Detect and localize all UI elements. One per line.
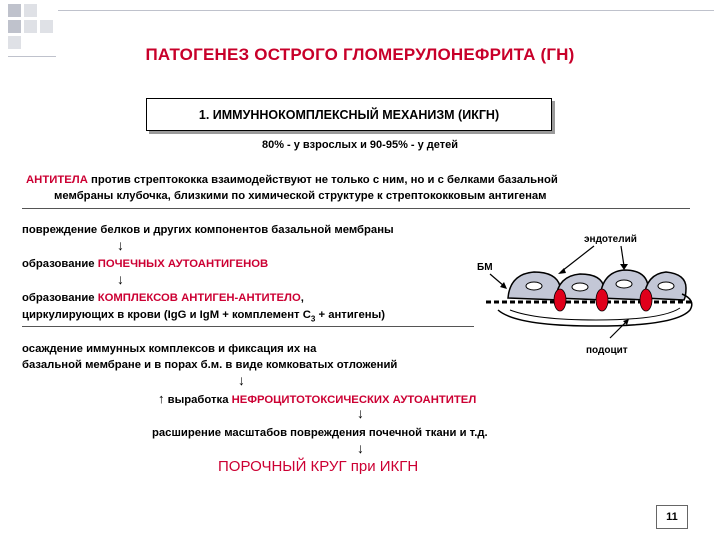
antibodies-line-1-text: против стрептококка взаимодействуют не т… [87,174,558,186]
step-3-suffix: , [300,292,304,304]
step-1-text: повреждение белков и других компонентов … [22,224,394,236]
step-3-line-2-before: циркулирующих в крови (IgG и IgM + компл… [22,309,311,321]
step-2-text: образование ПОЧЕЧНЫХ АУТОАНТИГЕНОВ [22,258,268,270]
glomerulus-diagram: эндотелий БМ подоцит [477,234,693,356]
step-3-subscript: 3 [310,314,316,324]
slide-number: 11 [656,505,688,529]
down-arrow-2: ↓ [117,271,124,287]
antibodies-line-1: АНТИТЕЛА против стрептококка взаимодейст… [26,174,558,186]
step-3-line-2-after: + антигены) [315,309,386,321]
up-arrow: ↑ [158,391,165,406]
step-2-highlight: ПОЧЕЧНЫХ АУТОАНТИГЕНОВ [97,258,269,270]
step-2-prefix: образование [22,258,98,270]
mechanism-box-label: 1. ИММУННОКОМПЛЕКСНЫЙ МЕХАНИЗМ (ИКГН) [198,107,500,122]
conclusion-text: ПОРОЧНЫЙ КРУГ при ИКГН [218,458,419,475]
page-title: ПАТОГЕНЕЗ ОСТРОГО ГЛОМЕРУЛОНЕФРИТА (ГН) [145,45,575,64]
step-3-line-2: циркулирующих в крови (IgG и IgM + компл… [22,309,385,323]
step-6-text: расширение масштабов повреждения почечно… [152,427,488,439]
mechanism-box: 1. ИММУННОКОМПЛЕКСНЫЙ МЕХАНИЗМ (ИКГН) [146,98,552,131]
step-4-line-1: осаждение иммунных комплексов и фиксация… [22,343,317,355]
step-3-prefix: образование [22,292,98,304]
down-arrow-1: ↓ [117,237,124,253]
antibodies-line-2: мембраны клубочка, близкими по химическо… [54,190,547,202]
step-3-highlight: КОМПЛЕКСОВ АНТИГЕН-АНТИТЕЛО [97,292,301,304]
podocyte-label: подоцит [586,345,628,356]
divider-2 [22,326,474,327]
down-arrow-5: ↓ [357,440,364,456]
endothelium-label: эндотелий [584,234,637,245]
step-4-line-2: базальной мембране и в порах б.м. в виде… [22,359,398,371]
antibodies-highlight: АНТИТЕЛА [26,174,88,186]
down-arrow-4: ↓ [357,405,364,421]
step-5-text: ↑ выработка НЕФРОЦИТОТОКСИЧЕСКИХ АУТОАНТ… [158,391,476,406]
down-arrow-3: ↓ [238,372,245,388]
endothelium-arrows [561,245,625,272]
bm-label: БМ [477,262,493,273]
prevalence-text: 80% - у взрослых и 90-95% - у детей [261,139,459,151]
step-3-line-1: образование КОМПЛЕКСОВ АНТИГЕН-АНТИТЕЛО, [22,292,304,304]
podocyte-outline [497,293,693,327]
step-5-highlight: НЕФРОЦИТОТОКСИЧЕСКИХ АУТОАНТИТЕЛ [231,394,477,406]
step-5-prefix: выработка [164,394,232,406]
immune-deposits [553,288,653,312]
divider [22,208,690,209]
